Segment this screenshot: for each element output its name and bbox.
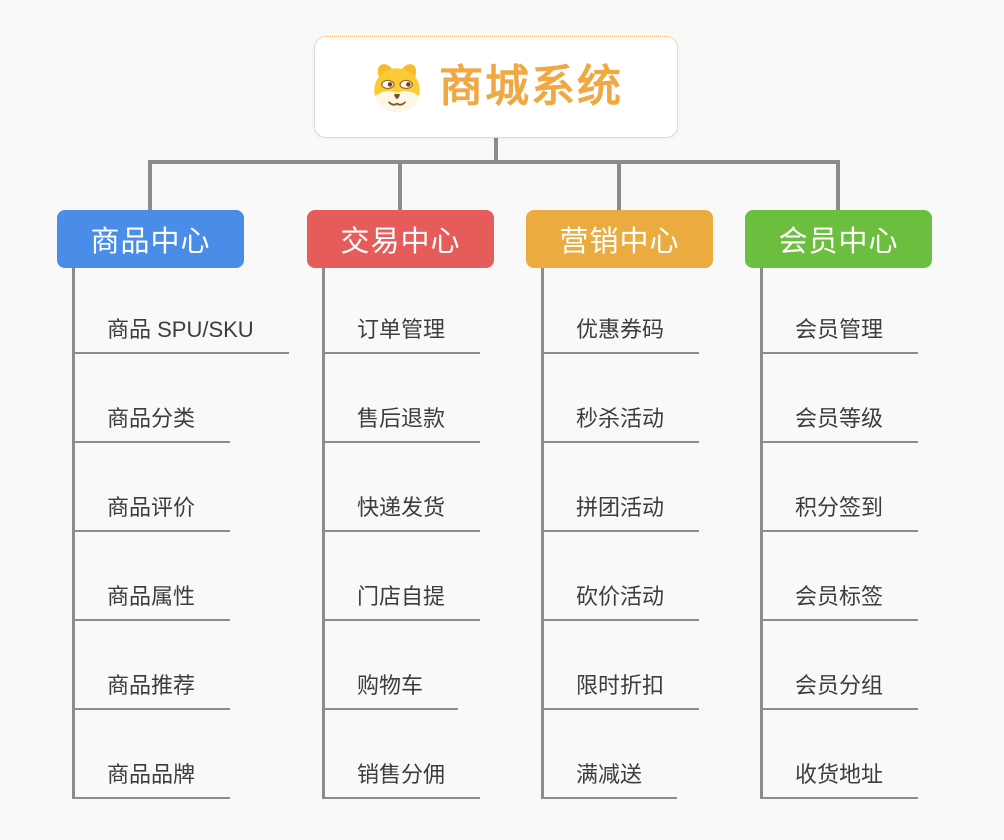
connector-drop	[836, 160, 840, 210]
leaf-item[interactable]: 商品品牌	[72, 761, 231, 799]
leaf-item[interactable]: 商品评价	[72, 494, 231, 532]
leaf-item[interactable]: 销售分佣	[322, 761, 481, 799]
leaf-item[interactable]: 商品属性	[72, 583, 231, 621]
branch-node-member-center[interactable]: 会员中心	[745, 210, 932, 268]
branch-node-product-center[interactable]: 商品中心	[57, 210, 244, 268]
leaf-item[interactable]: 积分签到	[760, 494, 919, 532]
branch-spine	[541, 268, 544, 799]
leaf-item[interactable]: 商品 SPU/SKU	[72, 316, 289, 354]
leaf-item[interactable]: 优惠券码	[541, 316, 700, 354]
leaf-item[interactable]: 满减送	[541, 761, 678, 799]
leaf-item[interactable]: 砍价活动	[541, 583, 700, 621]
leaf-item[interactable]: 会员分组	[760, 672, 919, 710]
leaf-item[interactable]: 收货地址	[760, 761, 919, 799]
branch-node-marketing-center[interactable]: 营销中心	[526, 210, 713, 268]
leaf-item[interactable]: 售后退款	[322, 405, 481, 443]
root-node[interactable]: 商城系统	[314, 36, 678, 138]
leaf-item[interactable]: 商品分类	[72, 405, 231, 443]
branch-children-member-center: 会员管理 会员等级 积分签到 会员标签 会员分组 收货地址	[760, 268, 1004, 802]
root-title: 商城系统	[439, 62, 623, 111]
leaf-item[interactable]: 商品推荐	[72, 672, 231, 710]
shiba-dog-icon	[374, 63, 420, 112]
branch-children-product-center: 商品 SPU/SKU 商品分类 商品评价 商品属性 商品推荐 商品品牌	[72, 268, 332, 802]
branch-children-trade-center: 订单管理 售后退款 快递发货 门店自提 购物车 销售分佣	[322, 268, 582, 802]
branch-spine	[760, 268, 763, 799]
connector-root-stub	[494, 138, 498, 164]
branch-children-marketing-center: 优惠券码 秒杀活动 拼团活动 砍价活动 限时折扣 满减送	[541, 268, 801, 802]
leaf-item[interactable]: 会员标签	[760, 583, 919, 621]
connector-drop	[617, 160, 621, 210]
connector-drop	[148, 160, 152, 210]
leaf-item[interactable]: 拼团活动	[541, 494, 700, 532]
leaf-item[interactable]: 门店自提	[322, 583, 481, 621]
leaf-item[interactable]: 会员等级	[760, 405, 919, 443]
leaf-item[interactable]: 订单管理	[322, 316, 481, 354]
leaf-item[interactable]: 限时折扣	[541, 672, 700, 710]
connector-drop	[398, 160, 402, 210]
branch-spine	[72, 268, 75, 799]
branch-node-trade-center[interactable]: 交易中心	[307, 210, 494, 268]
connector-bus	[148, 160, 840, 164]
leaf-item[interactable]: 会员管理	[760, 316, 919, 354]
leaf-item[interactable]: 快递发货	[322, 494, 481, 532]
branch-spine	[322, 268, 325, 799]
leaf-item[interactable]: 购物车	[322, 672, 459, 710]
leaf-item[interactable]: 秒杀活动	[541, 405, 700, 443]
